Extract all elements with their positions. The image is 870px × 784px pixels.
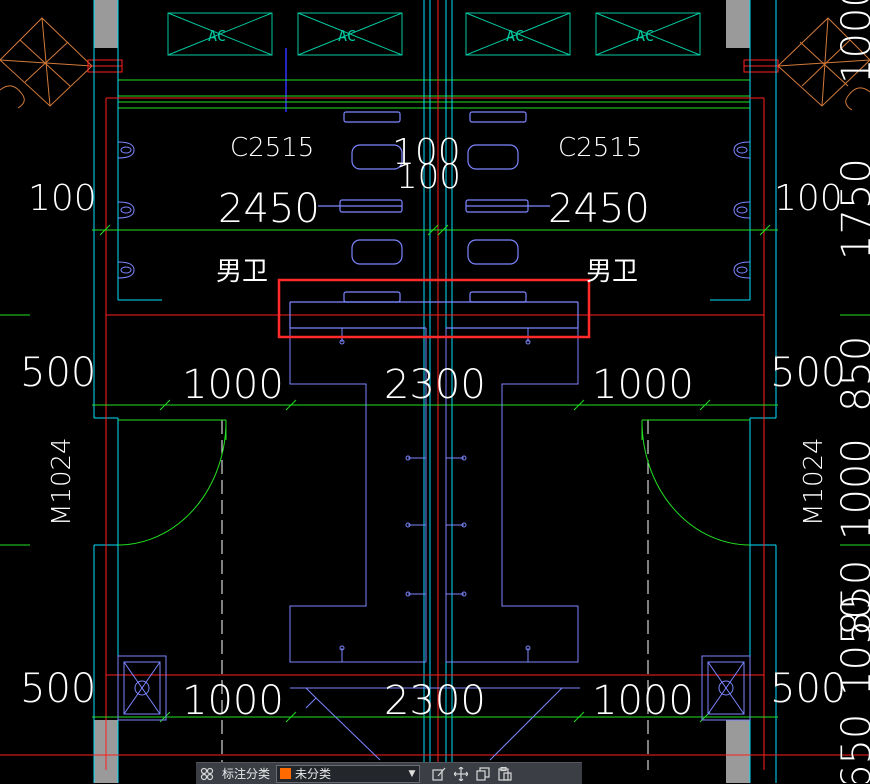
dim-upper-left-width[interactable]: 2450 xyxy=(218,186,320,232)
door-tag-right[interactable]: M1024 xyxy=(799,437,829,526)
dim-right-edge-7[interactable]: 650 xyxy=(834,714,870,783)
ac-label-1: AC xyxy=(208,27,226,45)
dim-mid-1[interactable]: 1000 xyxy=(182,362,284,408)
toolbar-label: 标注分类 xyxy=(222,767,271,781)
tree-left xyxy=(0,17,93,109)
ac-label-3: AC xyxy=(506,27,524,45)
dim-upper-right-width[interactable]: 2450 xyxy=(548,186,650,232)
tree-right xyxy=(777,17,870,111)
ac-unit-4 xyxy=(595,12,701,56)
dim-left-mid[interactable]: 500 xyxy=(20,350,96,396)
edit-icon[interactable] xyxy=(428,763,450,784)
dim-right-edge-2[interactable]: 1750 xyxy=(834,158,870,260)
dim-top-center[interactable]: 100 xyxy=(392,132,461,173)
window-tag-right[interactable]: C2515 xyxy=(558,133,642,163)
dim-low-2[interactable]: 2300 xyxy=(384,678,486,724)
dim-left-low[interactable]: 500 xyxy=(20,666,96,712)
column-top-right xyxy=(726,0,750,48)
ac-unit-3 xyxy=(465,12,571,56)
dim-mid-3[interactable]: 1000 xyxy=(592,362,694,408)
dim-right-mid[interactable]: 500 xyxy=(770,350,846,396)
column-top-left xyxy=(94,0,118,48)
floor-drain-right xyxy=(701,655,751,721)
grid-menu-icon[interactable] xyxy=(196,763,218,784)
dim-right-edge-4[interactable]: 1000 xyxy=(834,438,870,540)
ac-label-2: AC xyxy=(338,27,356,45)
ac-unit-1 xyxy=(167,12,273,56)
column-bottom-right xyxy=(726,720,750,783)
dim-low-3[interactable]: 1000 xyxy=(592,678,694,724)
dim-right-edge-3[interactable]: 850 xyxy=(834,336,870,412)
door-swing-right xyxy=(641,419,751,546)
dim-right-upper[interactable]: 100 xyxy=(774,178,843,219)
door-tag-left[interactable]: M1024 xyxy=(47,437,77,526)
dim-top-center-2[interactable]: 100 xyxy=(396,157,461,197)
category-select-value: 未分类 xyxy=(295,767,332,781)
paste-icon[interactable] xyxy=(494,763,516,784)
dim-right-edge-6[interactable]: 1050 xyxy=(834,594,870,696)
category-color-swatch xyxy=(280,768,292,779)
dim-low-1[interactable]: 1000 xyxy=(182,678,284,724)
dim-right-edge-5[interactable]: 850 xyxy=(834,560,870,636)
door-swing-left xyxy=(117,419,227,546)
window-tag-left[interactable]: C2515 xyxy=(230,133,314,163)
selection-highlight-box[interactable] xyxy=(277,278,591,339)
floor-drain-left xyxy=(117,655,167,721)
room-label-right[interactable]: 男卫 xyxy=(586,257,638,287)
category-select[interactable]: 未分类 ▼ xyxy=(276,764,421,783)
annotation-toolbar: 标注分类 未分类 ▼ xyxy=(196,762,582,784)
dim-left-upper[interactable]: 100 xyxy=(28,178,97,219)
move-icon[interactable] xyxy=(450,763,472,784)
copy-icon[interactable] xyxy=(472,763,494,784)
chevron-down-icon[interactable]: ▼ xyxy=(408,768,416,779)
ac-label-4: AC xyxy=(636,27,654,45)
ac-unit-2 xyxy=(297,12,403,56)
dim-mid-2[interactable]: 2300 xyxy=(384,362,486,408)
room-label-left[interactable]: 男卫 xyxy=(216,257,268,287)
dim-right-low[interactable]: 500 xyxy=(770,666,846,712)
dim-right-edge-1[interactable]: 1000 xyxy=(834,0,870,84)
